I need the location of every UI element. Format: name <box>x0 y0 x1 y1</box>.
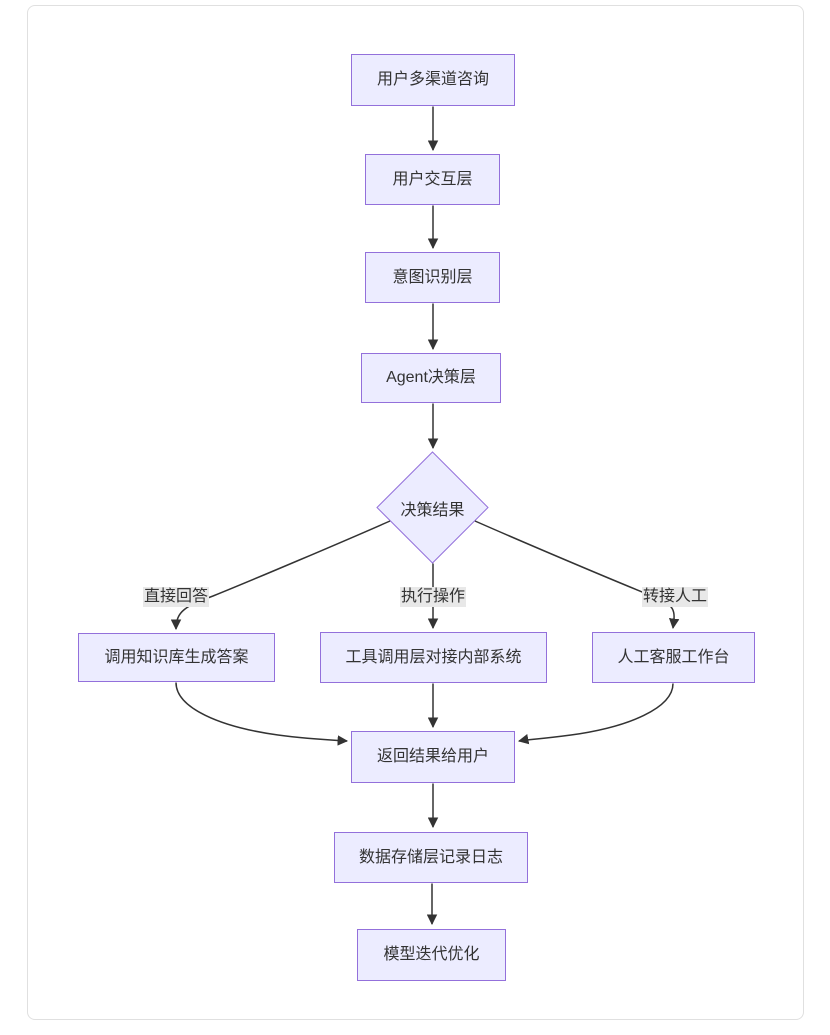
node-agent-layer: Agent决策层 <box>361 353 501 403</box>
node-decision-result: 决策结果 <box>400 501 465 519</box>
node-user-consult: 用户多渠道咨询 <box>351 54 515 106</box>
node-knowledge-base: 调用知识库生成答案 <box>78 633 275 682</box>
edge-label-transfer-human: 转接人工 <box>642 587 709 607</box>
node-data-log: 数据存储层记录日志 <box>334 832 528 883</box>
edge-label-execute-action: 执行操作 <box>400 587 467 607</box>
node-interaction-layer: 用户交互层 <box>365 154 500 205</box>
node-intent-layer: 意图识别层 <box>365 252 500 303</box>
node-human-workbench: 人工客服工作台 <box>592 632 755 683</box>
edge-label-direct-answer: 直接回答 <box>143 587 210 607</box>
node-return-result: 返回结果给用户 <box>351 731 515 783</box>
node-tool-layer: 工具调用层对接内部系统 <box>320 632 547 683</box>
node-model-optimize: 模型迭代优化 <box>357 929 506 981</box>
